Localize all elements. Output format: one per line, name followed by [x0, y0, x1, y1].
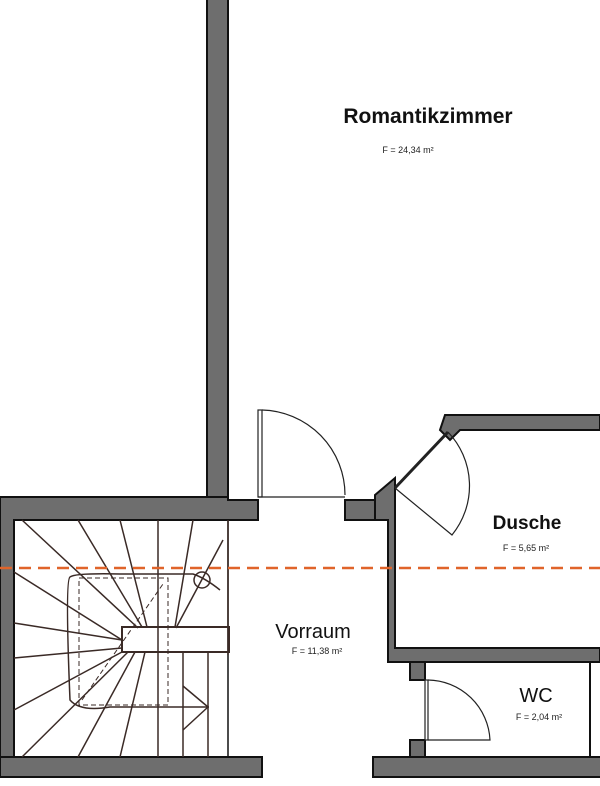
staircase-part	[13, 622, 123, 641]
staircase-part	[21, 519, 139, 629]
staircase-part	[78, 577, 169, 706]
door-wc-swing	[427, 679, 491, 741]
wall-vorraum-dusche	[374, 475, 600, 663]
staircase-part	[182, 685, 209, 708]
room-name-dusche: Dusche	[492, 513, 562, 534]
staircase-part	[174, 519, 194, 628]
door-dusche-leaf	[393, 430, 450, 490]
room-area-dusche: F = 5,65 m²	[502, 543, 550, 553]
doors	[257, 409, 491, 741]
staircase-part	[77, 651, 136, 758]
staircase-part	[119, 519, 148, 628]
staircase	[13, 519, 230, 758]
staircase-part	[77, 519, 143, 628]
staircase-part	[21, 651, 129, 758]
wall-bottom-right	[372, 756, 600, 778]
staircase-part	[121, 626, 230, 653]
staircase-part	[13, 651, 123, 711]
door-romantik-swing	[261, 409, 346, 496]
room-name-wc: WC	[519, 685, 553, 707]
staircase-part	[69, 573, 221, 591]
staircase-part	[182, 706, 209, 731]
staircase-part	[193, 571, 211, 589]
staircase-part	[175, 539, 224, 629]
staircase-part	[66, 576, 209, 710]
door-dusche-swing	[394, 431, 471, 536]
wall-bottom-left	[0, 756, 263, 778]
room-area-vorraum: F = 11,38 m²	[291, 646, 343, 656]
staircase-part	[13, 571, 123, 641]
room-area-wc: F = 2,04 m²	[515, 712, 563, 722]
door-romantik-leaf	[257, 409, 263, 498]
door-wc-leaf	[424, 679, 429, 741]
room-area-romantikzimmer: F = 24,34 m²	[382, 145, 434, 155]
wall-wc-left-top	[409, 661, 426, 681]
room-name-romantikzimmer: Romantikzimmer	[343, 105, 513, 128]
wall-wc-left-bottom	[409, 739, 426, 759]
room-name-vorraum: Vorraum	[275, 621, 351, 643]
wall-dusche-top	[438, 414, 600, 442]
staircase-part	[13, 647, 123, 659]
staircase-part	[119, 651, 146, 758]
wall-romantik-left	[206, 0, 229, 498]
